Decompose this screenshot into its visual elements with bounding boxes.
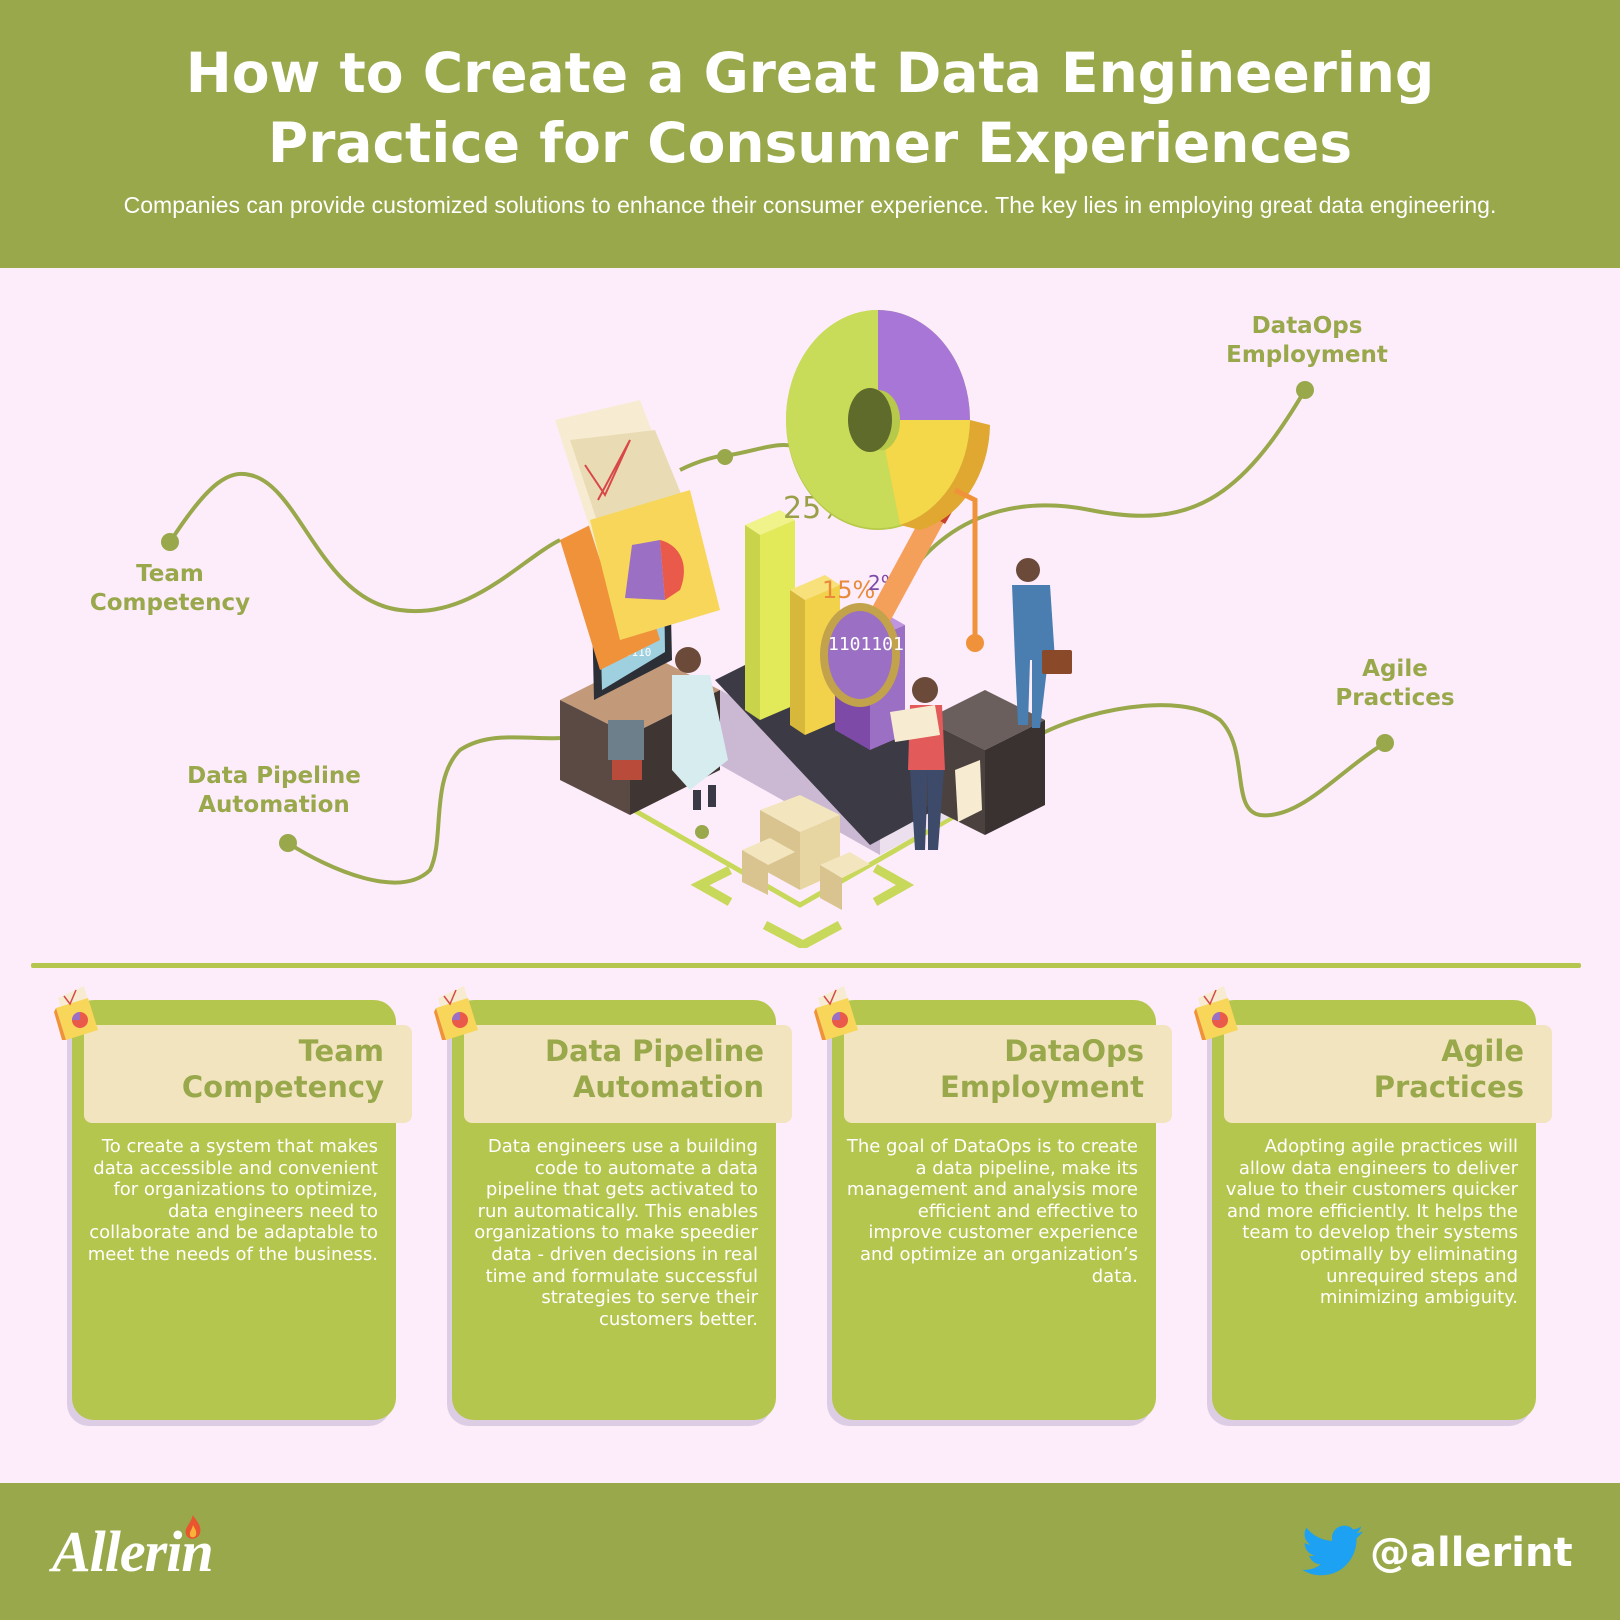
isometric-illustration: 0111011 1000110 25% 15% 2% <box>161 310 1394 948</box>
card-title: DataOps Employment <box>844 1025 1172 1123</box>
card-agile-practices: Agile Practices Adopting agile practices… <box>1194 986 1552 1426</box>
dot-team <box>161 533 179 551</box>
scene-label-team: Team Competency <box>89 561 251 616</box>
scene-label-pipeline: Data Pipeline Automation <box>187 763 361 818</box>
folder-chart-icon <box>814 986 858 1040</box>
dot-dataops <box>1296 381 1314 399</box>
connector-team <box>168 471 561 614</box>
label-15-percent: 15% <box>822 576 875 604</box>
card-description: To create a system that makes data acces… <box>87 1136 378 1265</box>
folder-chart-icon <box>434 986 478 1040</box>
card-description: Data engineers use a building code to au… <box>474 1136 758 1330</box>
card-dataops-employment: DataOps Employment The goal of DataOps i… <box>814 986 1172 1426</box>
card-title: Team Competency <box>84 1025 412 1123</box>
person-scientist <box>672 647 728 810</box>
section-divider <box>31 963 1581 968</box>
page-subtitle: Companies can provide customized solutio… <box>123 192 1497 218</box>
twitter-icon[interactable] <box>1302 1525 1364 1577</box>
person-manager <box>1012 558 1072 728</box>
connector-dataops <box>903 388 1307 582</box>
person-analyst <box>890 677 945 850</box>
scene-label-dataops: DataOps Employment <box>1226 313 1388 368</box>
connector-lines <box>168 388 1387 885</box>
card-data-pipeline-automation: Data Pipeline Automation Data engineers … <box>434 986 792 1426</box>
connector-dots <box>161 381 1394 852</box>
illustration-scene: 0111011 1000110 25% 15% 2% <box>0 268 1620 948</box>
binary-text: 1101101 <box>828 634 904 655</box>
card-title: Agile Practices <box>1224 1025 1552 1123</box>
page-title: How to Create a Great Data Engineering P… <box>60 38 1560 178</box>
twitter-handle[interactable]: @allerint <box>1370 1530 1573 1576</box>
folder-chart-icon <box>54 986 98 1040</box>
donut-chart-3d <box>786 310 990 652</box>
card-title: Data Pipeline Automation <box>464 1025 792 1123</box>
header-banner: How to Create a Great Data Engineering P… <box>0 0 1620 268</box>
dot-pipeline <box>279 834 297 852</box>
connector-top <box>679 443 801 472</box>
card-team-competency: Team Competency To create a system that … <box>54 986 412 1426</box>
flame-icon <box>185 1515 201 1539</box>
connector-agile <box>1028 703 1387 818</box>
paper-stacks <box>742 795 870 910</box>
title-line-2: Practice for Consumer Experiences <box>267 111 1353 175</box>
folder-chart-icon <box>1194 986 1238 1040</box>
card-description: The goal of DataOps is to create a data … <box>846 1136 1138 1287</box>
dot-agile <box>1376 734 1394 752</box>
title-line-1: How to Create a Great Data Engineering <box>185 41 1435 105</box>
connector-pipeline <box>286 735 561 885</box>
dot-bottom <box>695 825 709 839</box>
scene-label-agile: Agile Practices <box>1335 656 1455 711</box>
folder-icon <box>555 400 720 670</box>
card-description: Adopting agile practices will allow data… <box>1225 1136 1518 1309</box>
dot-top <box>717 449 733 465</box>
